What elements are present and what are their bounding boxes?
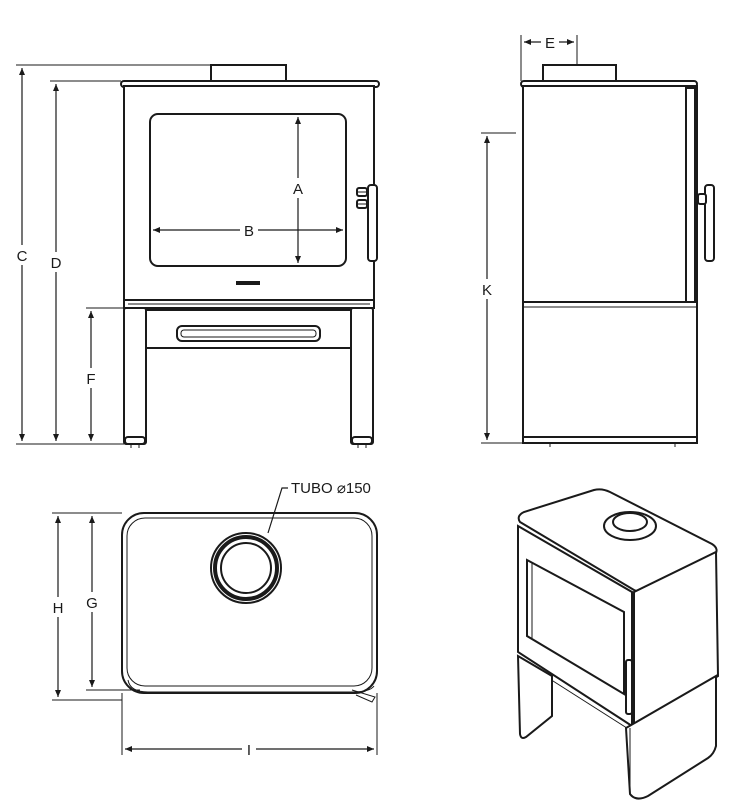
front-left-leg	[123, 307, 147, 445]
front-right-leg	[350, 307, 374, 445]
label-h: H	[53, 600, 64, 617]
label-a: A	[293, 181, 303, 198]
front-ash-drawer-handle	[176, 325, 321, 342]
iso-flue-inner	[612, 512, 648, 532]
label-i: I	[247, 742, 251, 759]
top-flue-inner	[220, 542, 272, 594]
front-flue-collar	[210, 64, 287, 83]
side-door-edge	[685, 87, 696, 303]
side-base-pedestal	[522, 301, 698, 443]
iso-pedestal-right	[624, 674, 717, 800]
label-e: E	[545, 35, 555, 52]
isometric-view	[516, 488, 720, 800]
side-stove-body	[522, 85, 698, 303]
label-d: D	[51, 255, 62, 272]
top-flue-ring	[213, 535, 279, 601]
label-k: K	[482, 282, 492, 299]
iso-right-face	[633, 550, 720, 728]
front-door-handle	[356, 184, 378, 262]
side-view: E K	[479, 33, 715, 447]
label-f: F	[86, 371, 95, 388]
front-brand-plate	[236, 281, 260, 285]
top-inner-outline	[126, 517, 373, 687]
label-g: G	[86, 595, 98, 612]
side-flue-collar	[542, 64, 617, 83]
side-door-handle	[704, 184, 715, 262]
top-door-edge	[127, 679, 375, 693]
iso-glass-window	[526, 558, 625, 696]
flue-label: TUBO ⌀150	[291, 480, 371, 497]
label-b: B	[244, 223, 254, 240]
flue-leader-line	[267, 487, 288, 534]
front-glass-window	[149, 113, 347, 267]
label-c: C	[17, 248, 28, 265]
iso-pedestal-left	[516, 654, 553, 739]
iso-door-handle	[625, 659, 633, 715]
front-view: C D F A B	[14, 64, 380, 448]
top-view: TUBO ⌀150 H G I	[50, 480, 378, 759]
